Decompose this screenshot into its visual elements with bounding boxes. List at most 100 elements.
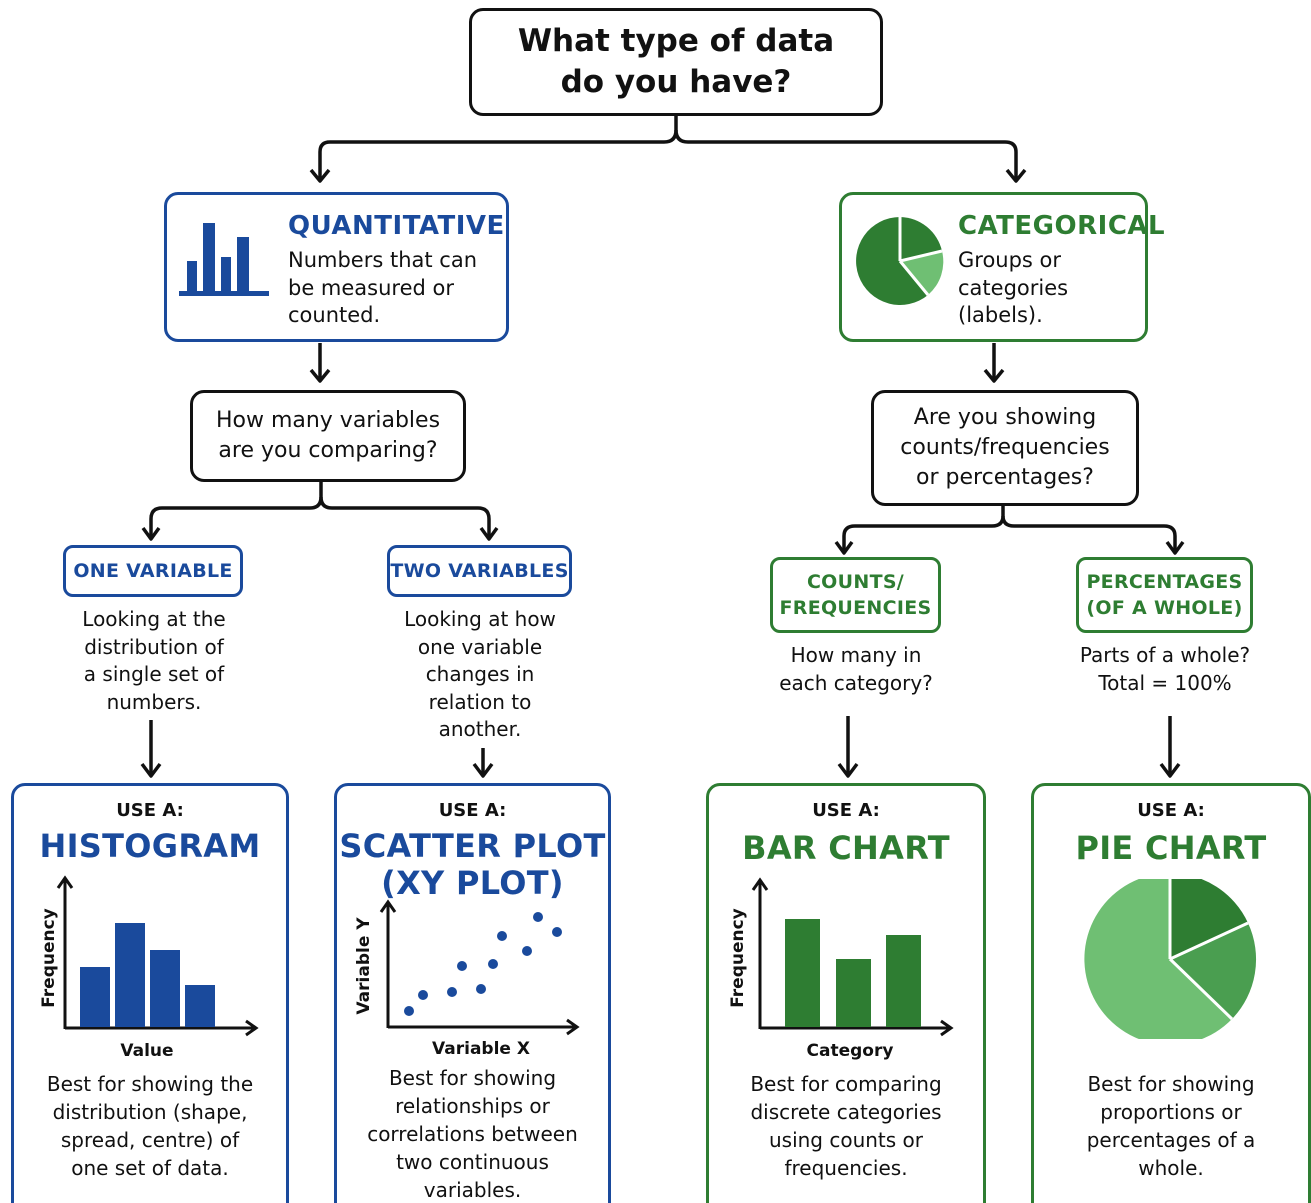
counts-or-percentages-question-box: Are you showing counts/frequencies or pe…: [871, 390, 1139, 506]
bar-chart-best-for: Best for comparing discrete categories u…: [709, 1070, 983, 1182]
bar-chart-card: USE A: BAR CHART Frequency Category Best…: [706, 783, 986, 1203]
one-variable-tag-label: ONE VARIABLE: [73, 560, 233, 582]
scatter-point: [497, 931, 507, 941]
one-variable-tag: ONE VARIABLE: [63, 545, 243, 597]
scatter-y-axis-label: Variable Y: [354, 917, 374, 1015]
bar-chart-bar: [886, 935, 921, 1027]
histogram-bar: [185, 985, 215, 1027]
scatter-point: [476, 984, 486, 994]
scatter-best-for: Best for showing relationships or correl…: [337, 1064, 608, 1203]
histogram-use-label: USE A:: [116, 800, 184, 821]
counts-desc-line: each category?: [779, 670, 933, 695]
bar-chart-best-line: Best for comparing: [750, 1072, 942, 1096]
counts-desc-line: How many in: [790, 643, 922, 667]
one-variable-desc-line: distribution of: [84, 634, 224, 659]
connector-root-split-right: [674, 129, 1018, 180]
variables-question-line: are you comparing?: [218, 438, 438, 463]
categorical-desc-line: (labels).: [958, 303, 1043, 327]
counts-question-line: Are you showing: [913, 405, 1097, 430]
histogram-x-axis-label: Value: [120, 1041, 173, 1061]
percentages-tag-line: PERCENTAGES: [1086, 571, 1243, 593]
one-variable-description: Looking at the distribution of a single …: [40, 606, 268, 716]
scatter-point: [533, 912, 543, 922]
pie-chart-best-line: percentages of a: [1086, 1128, 1256, 1152]
bar-chart-best-line: using counts or: [768, 1128, 924, 1152]
scatter-point: [418, 990, 428, 1000]
scatter-point: [447, 987, 457, 997]
scatter-title-line: (XY PLOT): [381, 864, 564, 902]
scatter-best-line: two continuous: [396, 1150, 549, 1174]
scatter-best-line: correlations between: [367, 1122, 578, 1146]
bar-chart-icon: [179, 223, 269, 296]
quantitative-desc-line: be measured or: [288, 275, 455, 300]
percentages-desc-line: Parts of a whole?: [1079, 643, 1251, 667]
bar-chart-y-axis-label: Frequency: [728, 908, 748, 1008]
two-variables-desc-line: another.: [438, 717, 522, 741]
scatter-plot-card: USE A: SCATTER PLOT (XY PLOT): [334, 783, 611, 1203]
percentages-description: Parts of a whole? Total = 100%: [1050, 642, 1280, 697]
counts-tag-line: COUNTS/: [806, 571, 905, 593]
categorical-box: CATEGORICAL Groups or categories (labels…: [839, 192, 1165, 342]
pie-slice: [1170, 879, 1248, 959]
histogram-best-line: Best for showing the: [46, 1072, 254, 1096]
pie-chart-best-line: Best for showing: [1087, 1072, 1255, 1096]
pie-chart-title-line: PIE CHART: [1075, 829, 1267, 867]
histogram-title-line: HISTOGRAM: [39, 827, 261, 865]
bar-chart-use-label: USE A:: [812, 800, 880, 821]
pie-chart-best-line: proportions or: [1100, 1100, 1242, 1124]
quantitative-title: QUANTITATIVE: [288, 211, 505, 241]
scatter-point: [488, 959, 498, 969]
counts-description: How many in each category?: [744, 642, 968, 697]
one-variable-desc-line: a single set of: [83, 662, 225, 686]
bar-chart-bar: [785, 919, 820, 1027]
scatter-title-line: SCATTER PLOT: [339, 827, 606, 865]
histogram-best-line: spread, centre) of: [60, 1128, 240, 1152]
quantitative-box: QUANTITATIVE Numbers that can be measure…: [164, 192, 509, 342]
scatter-title: SCATTER PLOT (XY PLOT): [337, 828, 608, 902]
categorical-desc-line: Groups or: [958, 248, 1062, 272]
histogram-best-line: distribution (shape,: [52, 1100, 248, 1124]
histogram-y-axis-label: Frequency: [39, 908, 59, 1008]
histogram-bar: [115, 923, 145, 1027]
pie-chart-title: PIE CHART: [1034, 830, 1308, 867]
pie-chart-best-for: Best for showing proportions or percenta…: [1034, 1070, 1308, 1182]
bar-chart-title: BAR CHART: [709, 830, 983, 867]
two-variables-tag-label: TWO VARIABLES: [390, 560, 569, 582]
scatter-use-label: USE A:: [438, 800, 507, 821]
bar-chart-best-line: frequencies.: [784, 1156, 908, 1180]
scatter-best-line: Best for showing: [388, 1066, 557, 1090]
counts-frequencies-tag: COUNTS/ FREQUENCIES: [770, 557, 941, 633]
percentages-tag: PERCENTAGES (OF A WHOLE): [1076, 557, 1253, 633]
pie-slice: [1084, 879, 1232, 1039]
scatter-illustration: Variable Y Variable X: [354, 899, 580, 1059]
variables-question-line: How many variables: [215, 408, 441, 433]
pie-chart-best-line: whole.: [1138, 1156, 1204, 1180]
root-question-box: What type of data do you have?: [469, 8, 883, 116]
categorical-title: CATEGORICAL: [958, 211, 1166, 241]
pie-chart-use-label: USE A:: [1137, 800, 1205, 821]
root-question-line-1: What type of data: [517, 23, 835, 59]
quantitative-desc-line: Numbers that can: [288, 248, 478, 272]
histogram-bar: [150, 950, 180, 1027]
categorical-desc-line: categories: [958, 275, 1069, 300]
scatter-point: [552, 927, 562, 937]
histogram-illustration: Frequency Value: [39, 875, 259, 1061]
pie-chart-illustration: [1084, 879, 1257, 1039]
bar-chart-illustration: Frequency Category: [728, 877, 954, 1061]
quantitative-desc-line: counted.: [288, 303, 381, 327]
two-variables-desc-line: Looking at how: [404, 607, 556, 631]
bar-chart-best-line: discrete categories: [750, 1100, 942, 1124]
two-variables-tag: TWO VARIABLES: [387, 545, 572, 597]
pie-chart-icon: [856, 217, 944, 305]
histogram-card: USE A: HISTOGRAM Frequency Value Best fo…: [11, 783, 289, 1203]
variables-question-box: How many variables are you comparing?: [190, 390, 466, 482]
pie-slice: [1170, 923, 1257, 1019]
histogram-best-line: one set of data.: [71, 1156, 229, 1180]
two-variables-desc-line: relation to: [428, 689, 532, 714]
histogram-best-for: Best for showing the distribution (shape…: [14, 1070, 286, 1182]
counts-question-line: counts/frequencies: [900, 435, 1110, 460]
pie-chart-card: USE A: PIE CHART Best for showing propor…: [1031, 783, 1311, 1203]
scatter-point: [457, 961, 467, 971]
